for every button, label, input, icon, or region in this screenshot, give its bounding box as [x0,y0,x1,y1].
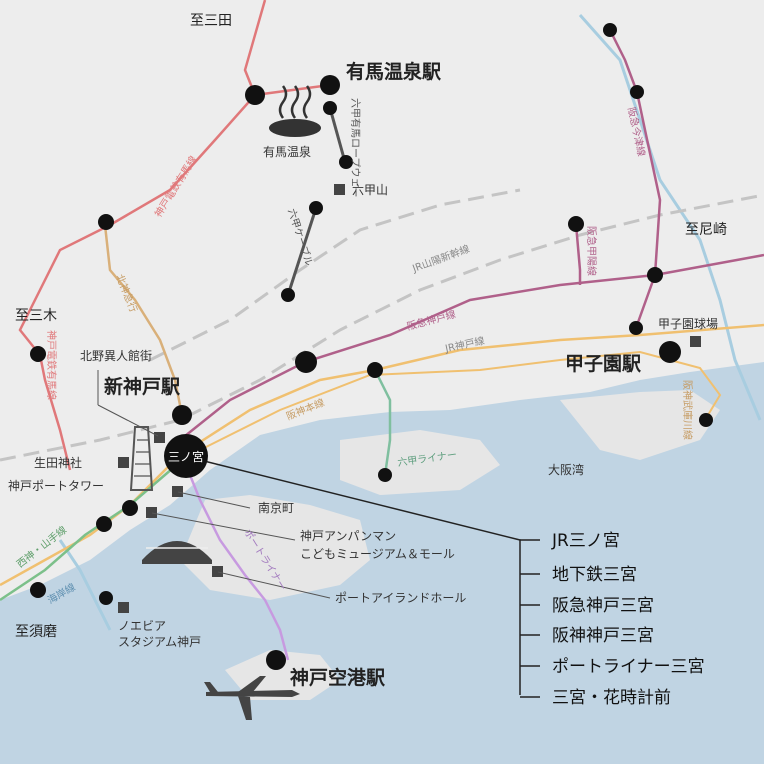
label-line-hokushin: 北神急行 [113,272,140,314]
station-shin-kobe[interactable] [172,405,192,425]
direction-sanda: 至三田 [190,13,232,29]
label-line-shintetsu-ao: 神戸電鉄有馬線 [45,330,58,400]
label-shin-kobe-station: 新神戸駅 [104,375,181,398]
sannomiya-list-item-4: 阪神神戸三宮 [552,626,654,646]
label-kitano: 北野異人館街 [80,348,152,363]
line-shintetsu-arima-branch [254,83,331,97]
label-osaka-bay: 大阪湾 [548,462,584,477]
label-port-tower: 神戸ポートタワー [8,479,104,493]
direction-miki: 至三木 [15,308,57,324]
line-hokushin [103,224,184,416]
label-line-sanyo-shinkansen: JR山陽新幹線 [410,242,472,275]
station-mukogawa-danchi[interactable] [699,413,713,427]
station-arima-onsen[interactable] [320,75,340,95]
station-kobe-airport[interactable] [266,650,286,670]
station-ropeway-top[interactable] [323,101,337,115]
label-noevir-2: スタジアム神戸 [118,635,201,649]
onsen-icon [269,85,321,137]
station-dots [30,23,713,670]
line-jr-kobe [0,323,764,587]
label-line-koyo: 阪急甲陽線 [585,226,598,276]
marker-koshien-stadium [690,336,701,347]
station-suzurandai[interactable] [30,346,46,362]
sannomiya-list-item-6: 三宮・花時計前 [552,688,671,708]
line-port-liner [180,454,290,661]
spot-markers [118,184,701,613]
line-arima-ropeway [328,107,347,163]
label-anpanman-2: こどもミュージアム＆モール [300,547,455,561]
sannomiya-list-item-2: 地下鉄三宮 [552,565,637,585]
station-sumiyoshi[interactable] [367,362,383,378]
label-line-hankyu-kobe: 阪急神戸線 [405,307,457,332]
station-koyoen[interactable] [568,216,584,232]
label-line-hanshin-mukogawa: 阪神武庫川線 [681,380,694,440]
stadium-icon [142,541,212,564]
line-hanshin [199,350,722,451]
label-noevir-1: ノエビア [118,619,166,633]
label-line-shintetsu-arima: 神戸電鉄有馬線 [152,153,200,219]
station-tanigami[interactable] [98,214,114,230]
station-arimaguchi[interactable] [245,85,265,105]
sannomiya-list-item-5: ポートライナー三宮 [552,657,705,677]
label-arima-onsen: 有馬温泉 [263,145,311,159]
station-imazu-top[interactable] [603,23,617,37]
station-koshien[interactable] [659,341,681,363]
label-koshien-station: 甲子園駅 [565,353,642,375]
list-ticks [520,539,540,698]
direction-amagasaki: 至尼崎 [685,222,727,238]
station-kobe[interactable] [96,516,112,532]
station-imazu-2[interactable] [630,85,644,99]
station-island-center[interactable] [378,468,392,482]
line-rokko-liner [373,369,392,476]
direction-suma: 至須磨 [15,624,57,640]
label-ikuta: 生田神社 [34,455,82,470]
port-tower-icon [129,426,154,491]
sea [0,362,764,764]
line-rokko-cable [286,207,318,296]
marker-ikuta [118,457,129,468]
station-sannomiya[interactable] [164,434,208,478]
sannomiya-list-item-1: JR三ノ宮 [551,531,620,551]
label-kobe-airport-station: 神戸空港駅 [290,666,386,689]
label-arima-onsen-station: 有馬温泉駅 [346,60,442,83]
station-rokko[interactable] [295,351,317,373]
line-shinkansen-alt [149,188,521,362]
station-cable-top[interactable] [309,201,323,215]
station-nishinomiya-kitaguchi[interactable] [647,267,663,283]
label-koshien-stadium: 甲子園球場 [658,317,718,331]
station-suma[interactable] [30,582,46,598]
station-kaigan[interactable] [99,591,113,605]
river-west [58,539,112,631]
sannomiya-list-item-3: 阪急神戸三宮 [552,596,654,616]
label-line-jr-kobe: JR神戸線 [443,334,486,355]
station-cable-bottom[interactable] [281,288,295,302]
label-nankinmachi: 南京町 [258,500,294,515]
station-imazu[interactable] [629,321,643,335]
marker-port-island-hall [212,566,223,577]
marker-rokko-san [334,184,345,195]
line-hankyu-kobe [179,253,764,441]
line-hankyu-koyo [574,223,582,285]
sannomiya-label: 三ノ宮 [168,449,204,464]
marker-nankinmachi [172,486,183,497]
line-sanyo-shinkansen [0,193,764,462]
station-motomachi[interactable] [122,500,138,516]
line-hankyu-imazu [608,29,662,329]
label-rokko-san: 六甲山 [352,183,388,197]
label-line-arima-ropeway: 六甲有馬ロープウェー [349,98,362,197]
label-port-island-hall: ポートアイランドホール [335,591,466,605]
marker-noevir [118,602,129,613]
label-anpanman-1: 神戸アンパンマン [300,529,396,543]
koshien-port [560,390,720,460]
station-ropeway-bottom[interactable] [339,155,353,169]
marker-anpanman [146,507,157,518]
airplane-icon [204,676,300,720]
marker-kitano [154,432,165,443]
